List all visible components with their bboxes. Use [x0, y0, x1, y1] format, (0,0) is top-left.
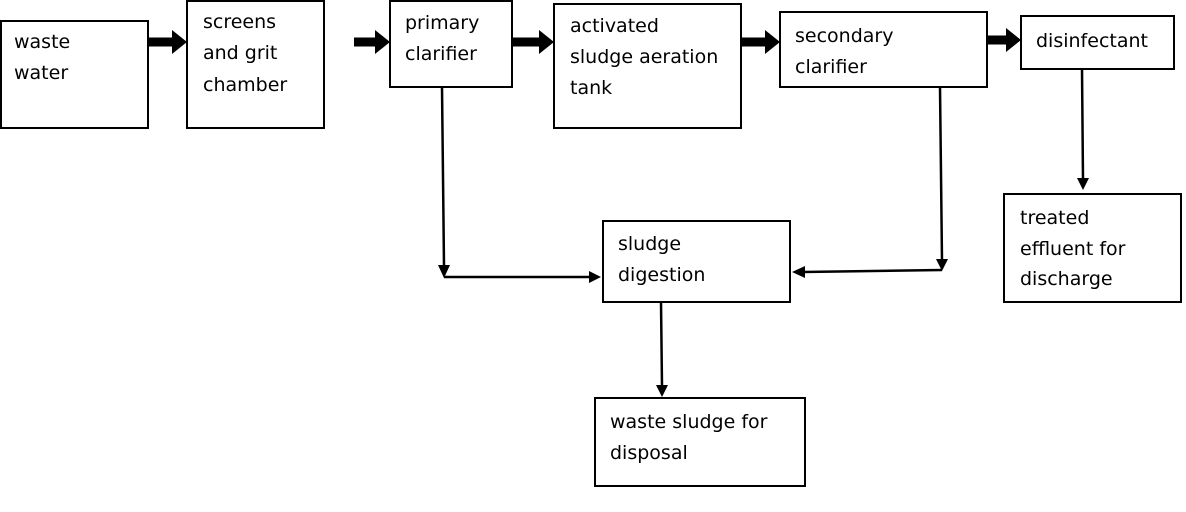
- arrow-primary-to-aeration: [512, 30, 554, 54]
- arrow-waste-water-to-screens: [148, 30, 187, 54]
- node-disinfectant: disinfectant: [1020, 15, 1175, 70]
- node-primary-line-1: primary: [405, 12, 479, 34]
- node-aeration-line-3: tank: [570, 77, 612, 99]
- node-digestion-line-2: digestion: [618, 264, 705, 286]
- node-disposal-line-2: disposal: [610, 442, 688, 464]
- arrow-digestion-to-disposal: [656, 301, 668, 397]
- node-waste-water: waste water: [0, 20, 149, 129]
- node-disinfectant-line-1: disinfectant: [1036, 30, 1148, 52]
- arrow-secondary-to-digestion: [792, 86, 948, 278]
- node-screens-line-2: and grit: [203, 42, 277, 64]
- node-treated-effluent: treated effluent for discharge: [1003, 193, 1182, 303]
- node-effluent-line-3: discharge: [1020, 268, 1113, 290]
- node-waste-water-line-2: water: [14, 62, 68, 84]
- node-secondary-line-2: clarifier: [795, 56, 867, 78]
- node-screens-line-3: chamber: [203, 74, 287, 96]
- node-waste-water-line-1: waste: [14, 31, 70, 53]
- node-effluent-line-2: effluent for: [1020, 238, 1126, 260]
- node-aeration-line-1: activated: [570, 15, 659, 37]
- node-sludge-digestion: sludge digestion: [602, 220, 791, 303]
- node-digestion-line-1: sludge: [618, 233, 681, 255]
- node-waste-sludge-disposal: waste sludge for disposal: [594, 397, 806, 487]
- arrow-screens-to-primary: [354, 30, 390, 54]
- arrow-primary-to-digestion: [438, 86, 601, 283]
- node-primary-line-2: clarifier: [405, 43, 477, 65]
- node-disposal-line-1: waste sludge for: [610, 411, 768, 433]
- node-effluent-line-1: treated: [1020, 207, 1089, 229]
- node-aeration-line-2: sludge aeration: [570, 46, 718, 68]
- node-secondary-line-1: secondary: [795, 25, 893, 47]
- arrow-aeration-to-secondary: [741, 30, 780, 54]
- node-secondary-clarifier: secondary clarifier: [779, 11, 988, 88]
- node-screens-grit-chamber: screens and grit chamber: [186, 0, 325, 129]
- node-screens-line-1: screens: [203, 11, 276, 33]
- arrow-secondary-to-disinfectant: [987, 28, 1021, 52]
- node-primary-clarifier: primary clarifier: [389, 0, 513, 88]
- node-aeration-tank: activated sludge aeration tank: [553, 3, 742, 129]
- arrow-disinfectant-to-effluent: [1077, 68, 1089, 190]
